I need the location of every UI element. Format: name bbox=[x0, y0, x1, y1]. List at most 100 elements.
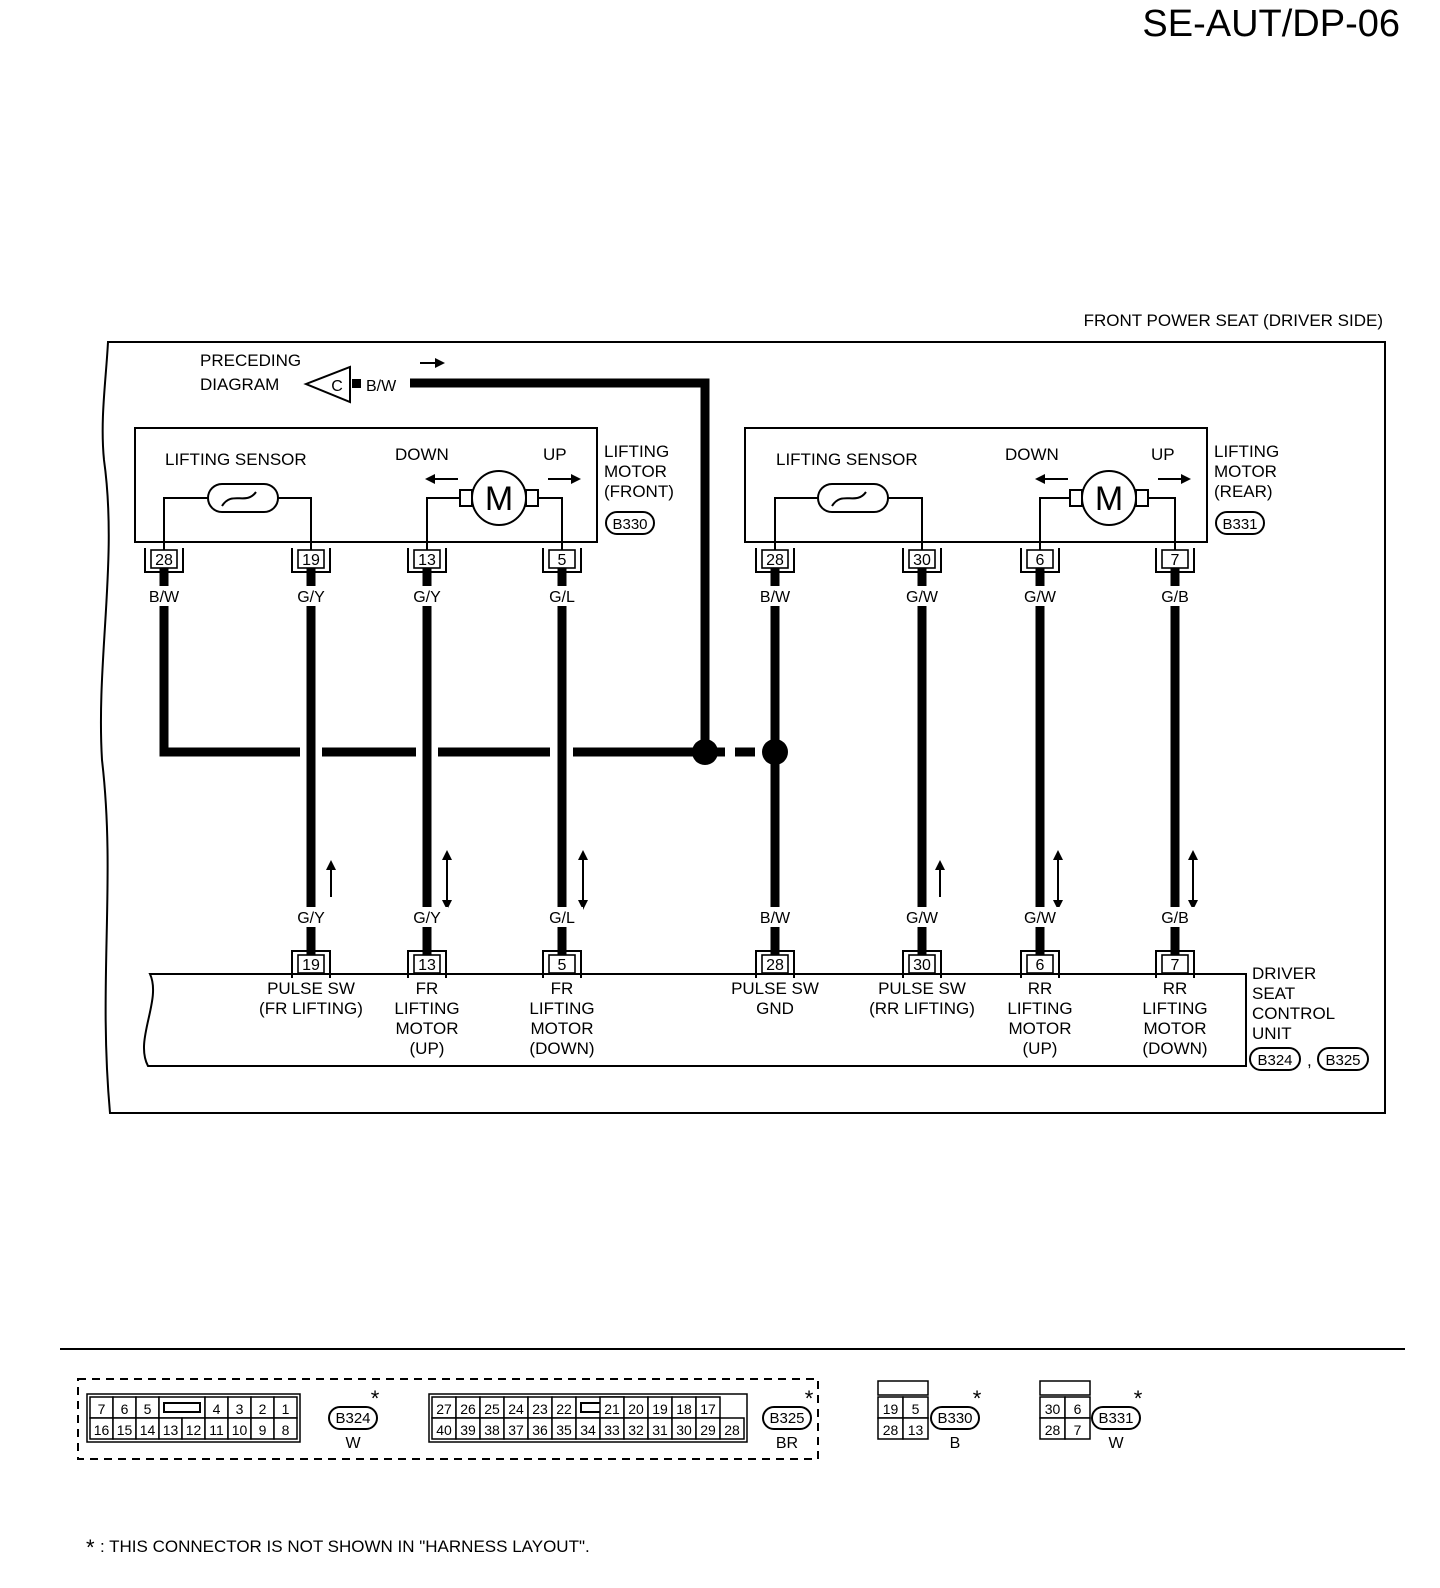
pin-number: 7 bbox=[98, 1401, 106, 1417]
diagram-frame bbox=[99, 341, 1386, 1114]
pin-number: 14 bbox=[140, 1422, 156, 1438]
svg-text:FR: FR bbox=[551, 979, 574, 998]
front-connector-pins: 28 19 13 5 bbox=[144, 548, 582, 573]
footnote-star: * bbox=[86, 1535, 95, 1560]
pin-number: 5 bbox=[144, 1401, 152, 1417]
pin-number: 25 bbox=[484, 1401, 500, 1417]
connector-id: B331 bbox=[1098, 1410, 1133, 1427]
pin-number: 2 bbox=[259, 1401, 267, 1417]
connector-color: W bbox=[345, 1435, 361, 1452]
front-unit-name: MOTOR bbox=[604, 462, 667, 481]
pin-number: 20 bbox=[628, 1401, 644, 1417]
pin-number: 16 bbox=[94, 1422, 110, 1438]
svg-text:G/Y: G/Y bbox=[297, 589, 325, 606]
pin-number: 3 bbox=[236, 1401, 244, 1417]
svg-text:13: 13 bbox=[418, 552, 436, 569]
rear-unit-name: (REAR) bbox=[1214, 482, 1273, 501]
splice-point-1 bbox=[692, 739, 718, 765]
svg-text:(RR LIFTING): (RR LIFTING) bbox=[869, 999, 975, 1018]
svg-text:30: 30 bbox=[913, 552, 931, 569]
rear-lifting-motor-unit: LIFTING SENSOR DOWN UP M LIFTING MOTOR (… bbox=[744, 427, 1279, 550]
svg-text:G/Y: G/Y bbox=[297, 910, 325, 927]
svg-text:28: 28 bbox=[155, 552, 173, 569]
front-sensor-label: LIFTING SENSOR bbox=[165, 450, 307, 469]
rear-sensor-label: LIFTING SENSOR bbox=[776, 450, 918, 469]
pin-cell bbox=[719, 1417, 745, 1440]
front-sensor-element bbox=[221, 491, 257, 507]
pin-number: 13 bbox=[908, 1422, 924, 1438]
svg-text:PULSE SW: PULSE SW bbox=[731, 979, 819, 998]
svg-text:PULSE SW: PULSE SW bbox=[267, 979, 355, 998]
diagram-title: FRONT POWER SEAT (DRIVER SIDE) bbox=[1084, 311, 1383, 330]
rear-motor-m: M bbox=[1095, 480, 1123, 518]
pin-number: 29 bbox=[700, 1422, 716, 1438]
pin-number: 11 bbox=[209, 1422, 224, 1438]
svg-text:6: 6 bbox=[1036, 957, 1045, 974]
svg-text:G/W: G/W bbox=[906, 589, 939, 606]
pin-number: 12 bbox=[186, 1422, 202, 1438]
svg-text:MOTOR: MOTOR bbox=[1009, 1019, 1072, 1038]
svg-text:G/W: G/W bbox=[1024, 589, 1057, 606]
svg-text:7: 7 bbox=[1171, 957, 1180, 974]
pin-number: 17 bbox=[700, 1401, 716, 1417]
front-motor-wiring bbox=[426, 497, 563, 550]
rear-down-label: DOWN bbox=[1005, 445, 1059, 464]
top-wire-labels: B/W G/Y G/Y G/L B/W G/W G/W G/B bbox=[145, 586, 1196, 606]
pin-number: 15 bbox=[117, 1422, 133, 1438]
pin-number: 40 bbox=[436, 1422, 452, 1438]
svg-text:G/Y: G/Y bbox=[413, 589, 441, 606]
pin-number: 7 bbox=[1074, 1422, 1082, 1438]
rear-connector-pins: 28 30 6 7 bbox=[755, 548, 1195, 573]
svg-text:5: 5 bbox=[558, 957, 567, 974]
svg-text:(UP): (UP) bbox=[410, 1039, 445, 1058]
control-unit-pins: 19 13 5 28 30 6 7 bbox=[291, 950, 1195, 978]
svg-text:G/L: G/L bbox=[549, 910, 575, 927]
svg-text:MOTOR: MOTOR bbox=[396, 1019, 459, 1038]
svg-text:RR: RR bbox=[1028, 979, 1053, 998]
connector-badge bbox=[762, 1406, 812, 1430]
pin-number: 4 bbox=[213, 1401, 221, 1417]
connector-id: B324 bbox=[335, 1410, 370, 1427]
front-motor-terminal bbox=[459, 489, 473, 507]
rear-connector-id: B331 bbox=[1222, 516, 1257, 533]
pin-number: 1 bbox=[282, 1401, 290, 1417]
front-sensor-wiring bbox=[163, 497, 312, 550]
rear-sensor-element bbox=[831, 491, 867, 507]
front-connector-badge bbox=[605, 511, 655, 535]
pin-number: 35 bbox=[556, 1422, 572, 1438]
connector-badge bbox=[930, 1406, 980, 1430]
connector-color: BR bbox=[776, 1435, 798, 1452]
pin-cell bbox=[273, 1417, 298, 1440]
preceding-connector-arrow bbox=[303, 365, 351, 404]
svg-text:(DOWN): (DOWN) bbox=[529, 1039, 594, 1058]
pin-number: 19 bbox=[883, 1401, 899, 1417]
front-unit-name: (FRONT) bbox=[604, 482, 674, 501]
svg-text:FR: FR bbox=[416, 979, 439, 998]
connector-badge bbox=[328, 1406, 378, 1430]
svg-text:G/B: G/B bbox=[1161, 910, 1189, 927]
pin-number: 32 bbox=[628, 1422, 644, 1438]
front-up-label: UP bbox=[543, 445, 567, 464]
ground-bus-wire bbox=[159, 560, 705, 757]
cu-connector-badge bbox=[1249, 1047, 1301, 1071]
preceding-line1: PRECEDING bbox=[200, 351, 301, 370]
pin-number: 26 bbox=[460, 1401, 476, 1417]
rear-motor-terminal bbox=[1135, 489, 1149, 507]
pin-number: 28 bbox=[1045, 1422, 1061, 1438]
svg-text:,: , bbox=[1307, 1051, 1312, 1070]
svg-text:B/W: B/W bbox=[149, 589, 180, 606]
svg-text:19: 19 bbox=[302, 957, 320, 974]
preceding-line2: DIAGRAM bbox=[200, 375, 279, 394]
star-marker: * bbox=[973, 1386, 982, 1411]
star-marker: * bbox=[1134, 1386, 1143, 1411]
preceding-wire-color: B/W bbox=[366, 378, 397, 395]
svg-text:13: 13 bbox=[418, 957, 436, 974]
rear-sensor-wiring bbox=[774, 497, 923, 550]
pin-number: 33 bbox=[604, 1422, 620, 1438]
front-motor-m: M bbox=[485, 480, 513, 518]
svg-text:6: 6 bbox=[1036, 552, 1045, 569]
front-connector-id: B330 bbox=[612, 516, 647, 533]
pin-number: 28 bbox=[724, 1422, 740, 1438]
cu-connector-badge bbox=[1317, 1047, 1369, 1071]
bw-feed-wire bbox=[410, 378, 710, 752]
